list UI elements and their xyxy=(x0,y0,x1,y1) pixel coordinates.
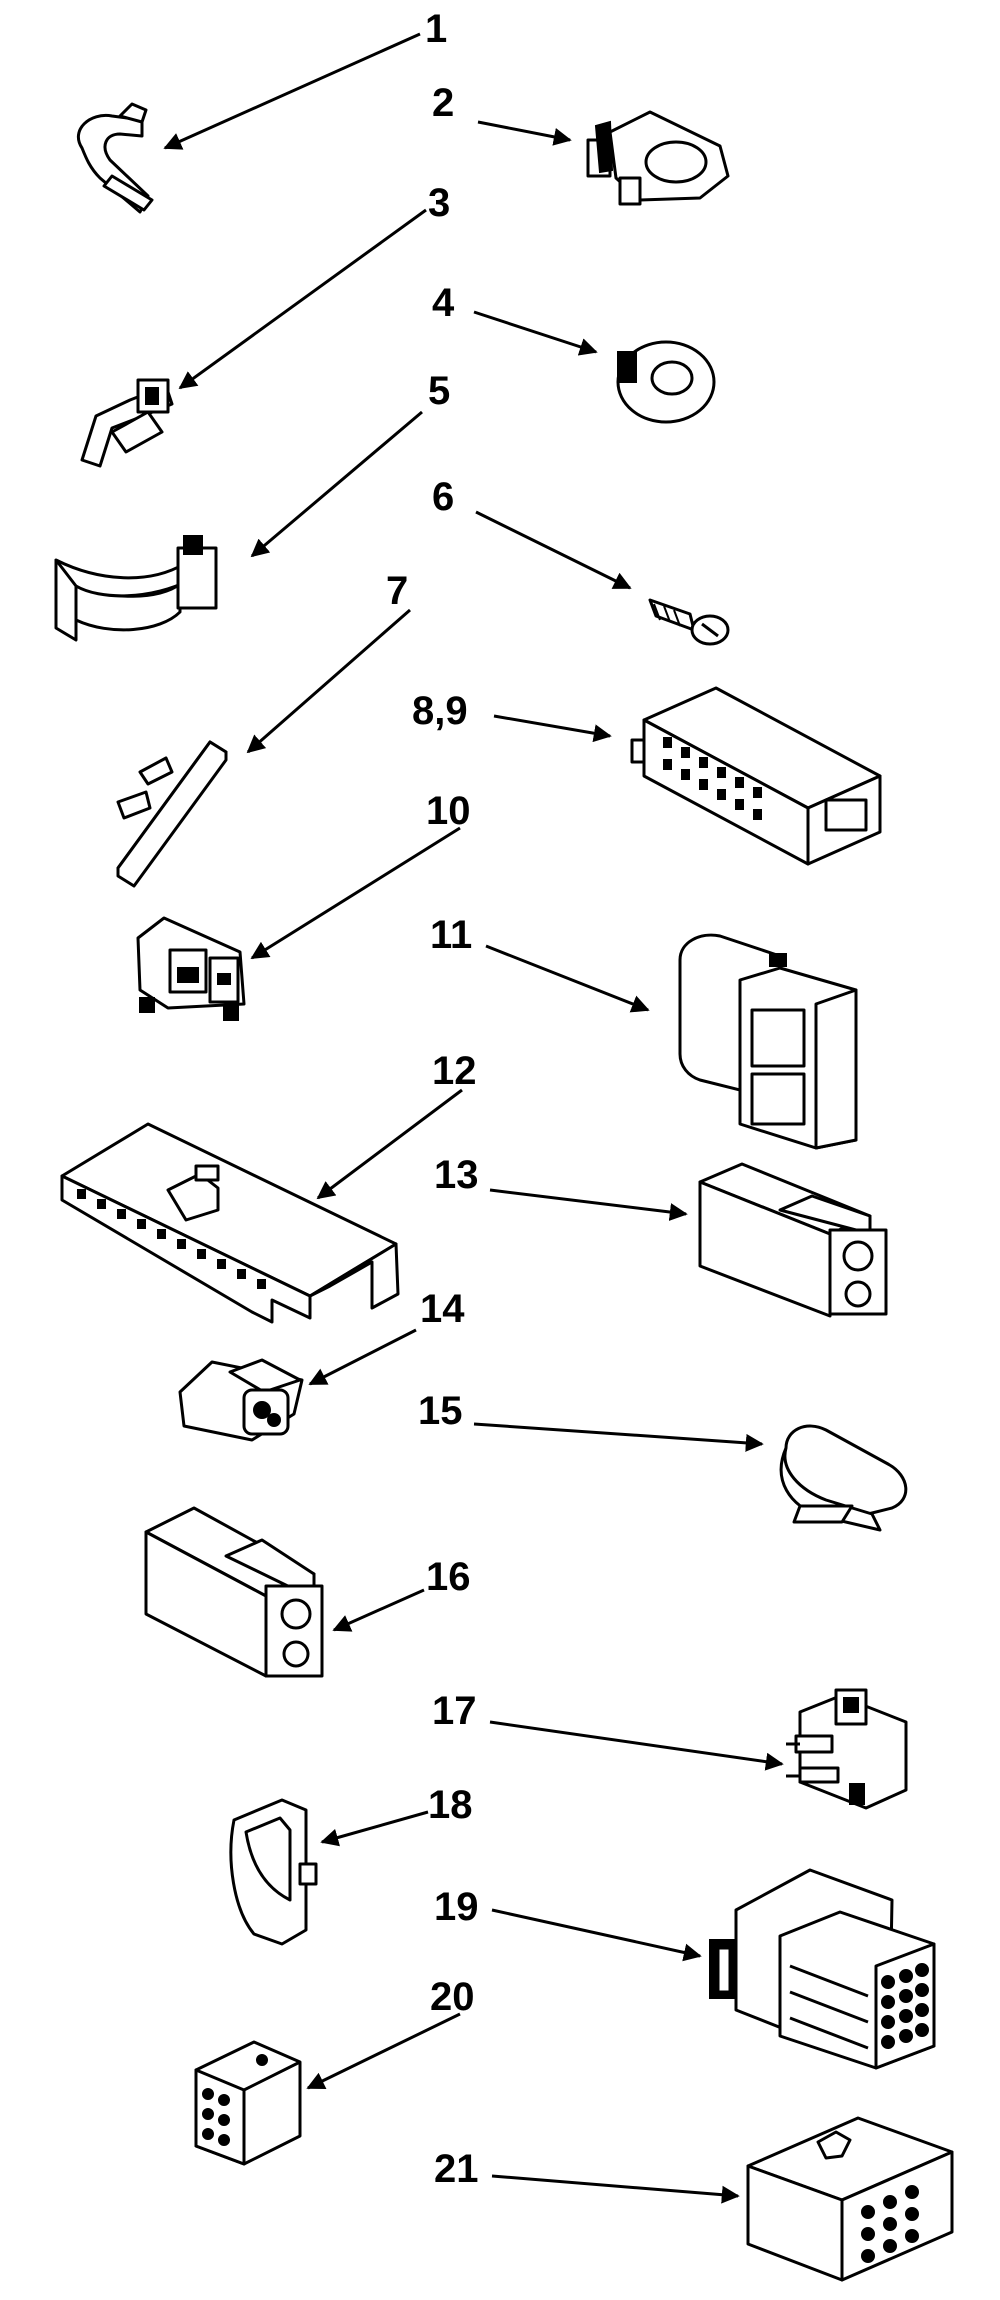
two-pin-connector-icon xyxy=(144,1506,324,1678)
leader-line-3 xyxy=(178,208,427,390)
leader-line-20 xyxy=(306,2012,461,2090)
part-label-10: 10 xyxy=(426,789,471,833)
cable-clamp-icon xyxy=(586,110,730,206)
part-label-14: 14 xyxy=(420,1287,465,1331)
housing-connector-icon xyxy=(678,933,858,1150)
part-12: 12 xyxy=(60,1049,477,1324)
leader-line-6 xyxy=(475,510,632,590)
part-label-12: 12 xyxy=(432,1049,477,1093)
leader-line-1 xyxy=(163,32,421,150)
leader-line-12 xyxy=(316,1088,463,1200)
two-pin-connector-icon xyxy=(698,1162,888,1318)
part-label-1: 1 xyxy=(425,7,447,51)
leader-line-13 xyxy=(489,1188,688,1221)
leader-line-19 xyxy=(491,1908,702,1962)
leader-line-7 xyxy=(246,608,411,754)
part-label-11: 11 xyxy=(430,913,472,957)
part-label-17: 17 xyxy=(432,1689,477,1733)
part-label-20: 20 xyxy=(430,1975,475,2019)
part-label-13: 13 xyxy=(434,1153,479,1197)
part-2: 2 xyxy=(432,81,730,206)
clip-icon xyxy=(76,102,154,214)
screw-icon xyxy=(648,598,730,646)
part-label-5: 5 xyxy=(428,369,450,413)
part-16: 16 xyxy=(144,1506,471,1678)
part-15: 15 xyxy=(418,1389,908,1532)
multi-pin-connector-icon xyxy=(630,686,882,866)
leader-line-10 xyxy=(250,826,461,960)
part-label-2: 2 xyxy=(432,81,454,125)
spring-clip-icon xyxy=(779,1424,908,1532)
part-4: 4 xyxy=(432,281,716,424)
part-6: 6 xyxy=(432,475,730,646)
pin-header-icon xyxy=(786,1688,908,1810)
part-label-16: 16 xyxy=(426,1555,471,1599)
hose-clamp-icon xyxy=(54,535,218,642)
part-label-7: 7 xyxy=(386,569,408,613)
latch-icon xyxy=(229,1798,318,1946)
nine-pin-socket-icon xyxy=(746,2116,954,2282)
part-8-9: 8,9 xyxy=(412,686,882,866)
wire-clip-icon xyxy=(80,378,174,468)
part-11: 11 xyxy=(430,913,858,1150)
part-label-3: 3 xyxy=(428,181,450,225)
part-10: 10 xyxy=(136,789,471,1021)
leader-line-17 xyxy=(489,1720,784,1771)
twelve-pin-connector-icon xyxy=(709,1868,936,2070)
strip-connector-icon xyxy=(60,1122,400,1324)
part-5: 5 xyxy=(54,369,450,642)
leader-line-16 xyxy=(332,1588,425,1632)
leader-line-5 xyxy=(250,410,423,558)
retainer-icon xyxy=(116,740,228,888)
leader-line-21 xyxy=(491,2174,740,2204)
part-label-18: 18 xyxy=(428,1783,473,1827)
leader-line-14 xyxy=(308,1328,417,1386)
part-7: 7 xyxy=(116,569,411,888)
small-connector-icon xyxy=(178,1358,304,1442)
part-18: 18 xyxy=(229,1783,473,1946)
part-20: 20 xyxy=(194,1975,475,2166)
part-14: 14 xyxy=(178,1287,465,1442)
leader-line-18 xyxy=(320,1810,429,1847)
part-1: 1 xyxy=(76,7,447,214)
part-21: 21 xyxy=(434,2116,954,2282)
terminal-block-icon xyxy=(136,916,246,1021)
part-label-6: 6 xyxy=(432,475,454,519)
part-label-4: 4 xyxy=(432,281,455,325)
grommet-icon xyxy=(616,340,716,424)
part-label-8-9: 8,9 xyxy=(412,689,468,733)
part-label-19: 19 xyxy=(434,1885,479,1929)
part-label-15: 15 xyxy=(418,1389,463,1433)
leader-line-4 xyxy=(473,310,598,356)
leader-line-8-9 xyxy=(493,714,612,743)
leader-line-2 xyxy=(477,120,572,146)
leader-line-15 xyxy=(473,1422,764,1452)
part-3: 3 xyxy=(80,181,450,468)
leader-line-11 xyxy=(485,944,650,1013)
part-19: 19 xyxy=(434,1868,936,2070)
part-label-21: 21 xyxy=(434,2147,479,2191)
part-13: 13 xyxy=(434,1153,888,1318)
six-pin-plug-icon xyxy=(194,2040,302,2166)
part-17: 17 xyxy=(432,1688,908,1810)
